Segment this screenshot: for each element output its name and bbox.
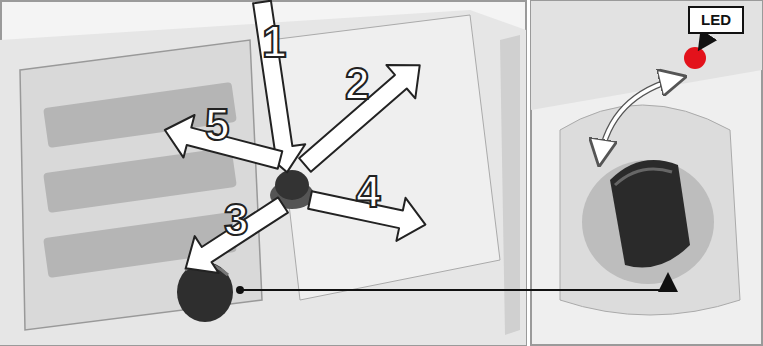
callout-number: 3 — [224, 198, 248, 242]
callout-number: 4 — [356, 170, 380, 214]
label-box: LED — [688, 6, 744, 34]
callout-number: 2 — [345, 62, 369, 106]
callout-number: 5 — [205, 103, 229, 147]
box-label: LED — [701, 12, 731, 29]
callout-number: 1 — [262, 20, 286, 64]
